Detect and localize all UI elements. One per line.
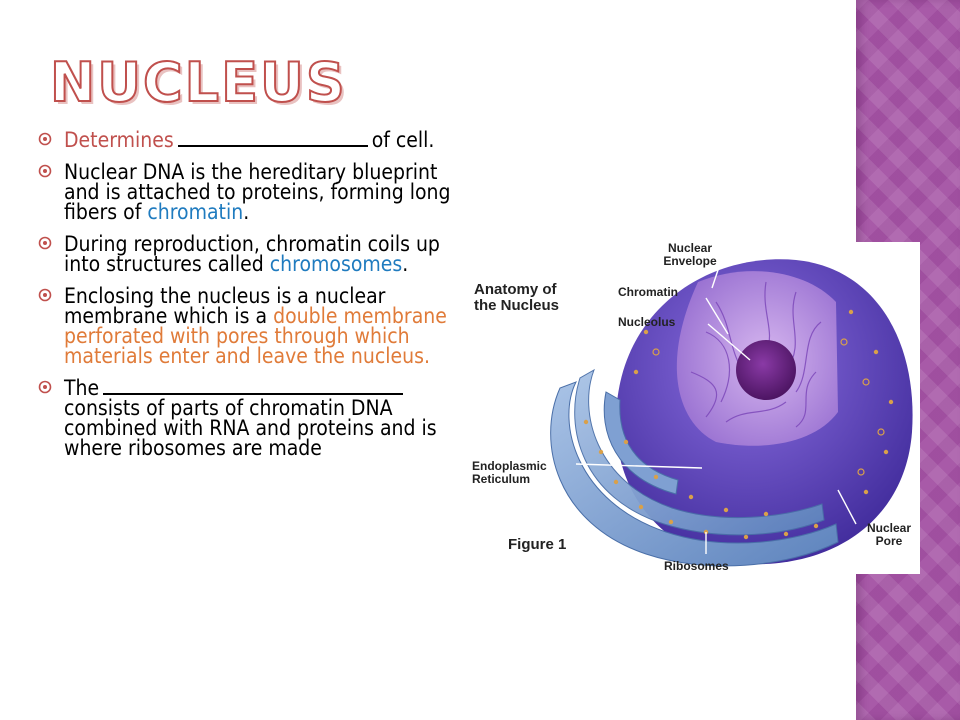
slide-title: NUCLEUS [49, 51, 347, 114]
fill-in-blank [103, 393, 404, 395]
nucleus-illustration [550, 259, 913, 567]
bullet-end: . [402, 252, 409, 276]
bullet-text: Enclosing the nucleus is a nuclear membr… [64, 284, 386, 328]
label-chromatin: Chromatin [618, 285, 678, 299]
figure-caption: Figure 1 [508, 536, 567, 553]
bullet-target-icon [38, 132, 52, 146]
label-nucleolus: Nucleolus [618, 315, 676, 329]
highlight-term: chromatin [147, 200, 244, 224]
bullet-text: The [64, 376, 100, 400]
bullet-target-icon [38, 236, 52, 250]
bullet-item: Enclosing the nucleus is a nuclear membr… [38, 284, 464, 368]
bullet-target-icon [38, 380, 52, 394]
bullet-list: Determines of cell. Nuclear DNA is the he… [38, 130, 464, 470]
bullet-text: consists of parts of chromatin DNA combi… [64, 396, 437, 460]
highlight-term: double membrane perforated with pores th… [64, 304, 447, 368]
bullet-item: Determines of cell. [38, 128, 464, 152]
label-nuclear-pore: Nuclear Pore [866, 521, 912, 548]
bullet-text: of cell. [371, 128, 435, 152]
bullet-item: The consists of parts of chromatin DNA c… [38, 376, 464, 460]
bullet-text: Determines [64, 128, 174, 152]
nucleus-anatomy-figure: Anatomy of the Nucleus Nuclear Envelope … [466, 242, 920, 574]
figure-heading: Anatomy of the Nucleus [474, 281, 560, 314]
bullet-text: During reproduction, chromatin coils up … [64, 232, 440, 276]
bullet-text: Nuclear DNA is the hereditary blueprint … [64, 160, 451, 224]
bullet-end: . [243, 200, 250, 224]
highlight-term: chromosomes [269, 252, 403, 276]
label-nuclear-envelope: Nuclear Envelope [663, 241, 717, 268]
bullet-target-icon [38, 288, 52, 302]
bullet-item: Nuclear DNA is the hereditary blueprint … [38, 160, 464, 224]
label-endoplasmic-reticulum: Endoplasmic Reticulum [472, 459, 547, 486]
bullet-target-icon [38, 164, 52, 178]
bullet-item: During reproduction, chromatin coils up … [38, 232, 464, 276]
fill-in-blank [177, 145, 368, 147]
label-ribosomes: Ribosomes [664, 559, 729, 573]
